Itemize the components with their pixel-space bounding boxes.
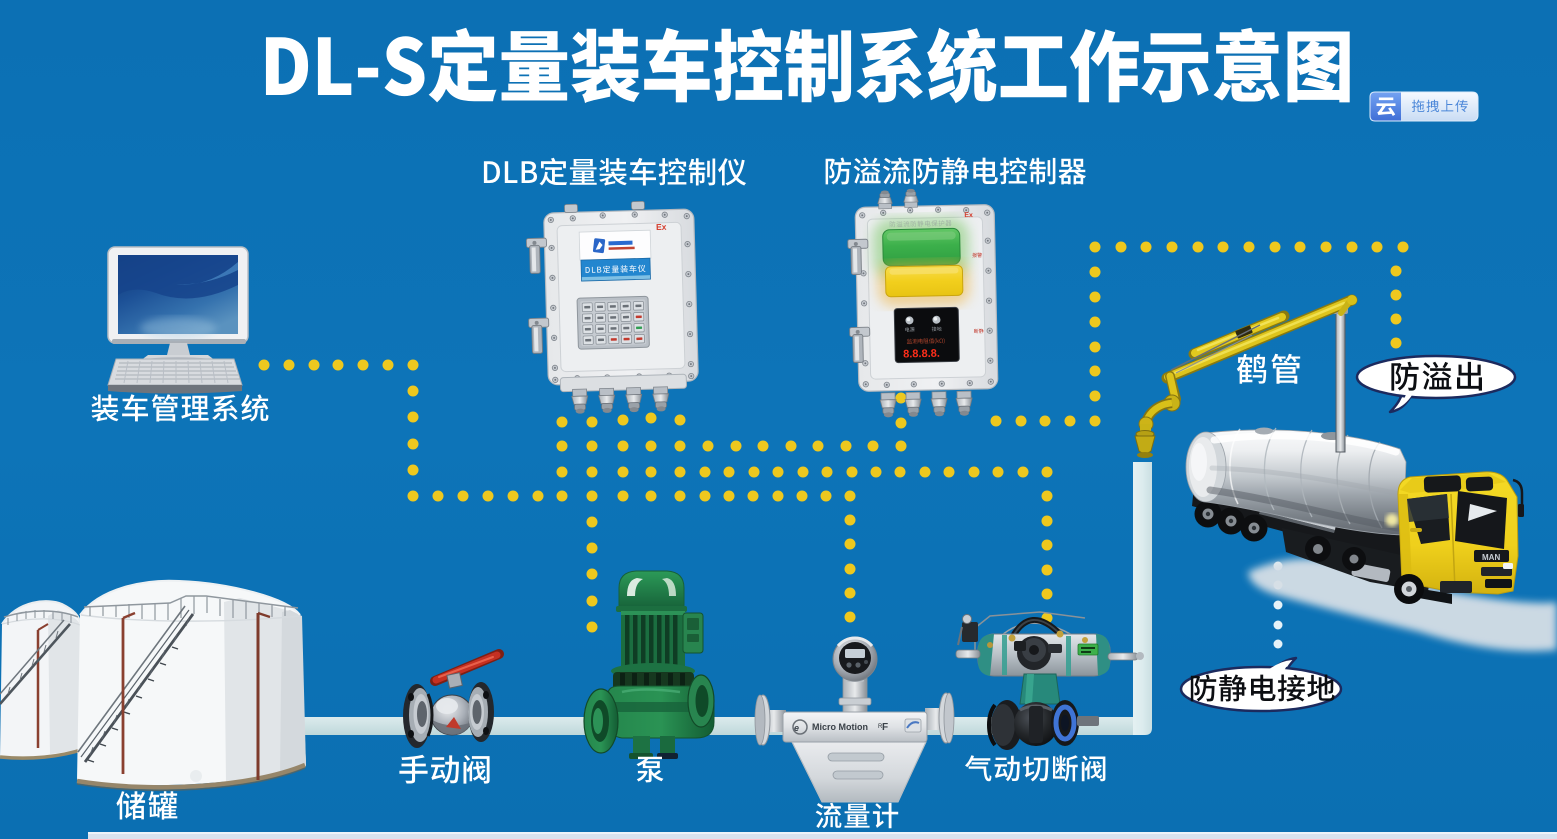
svg-text:Ex: Ex [964, 212, 973, 219]
svg-text:8.8.8.8.: 8.8.8.8. [903, 348, 940, 361]
svg-text:F: F [882, 722, 888, 733]
svg-text:R: R [878, 724, 883, 730]
svg-text:e: e [794, 723, 799, 733]
svg-text:MAN: MAN [1482, 553, 1500, 562]
svg-text:Ex: Ex [656, 222, 667, 232]
svg-text:Micro Motion: Micro Motion [812, 722, 868, 732]
